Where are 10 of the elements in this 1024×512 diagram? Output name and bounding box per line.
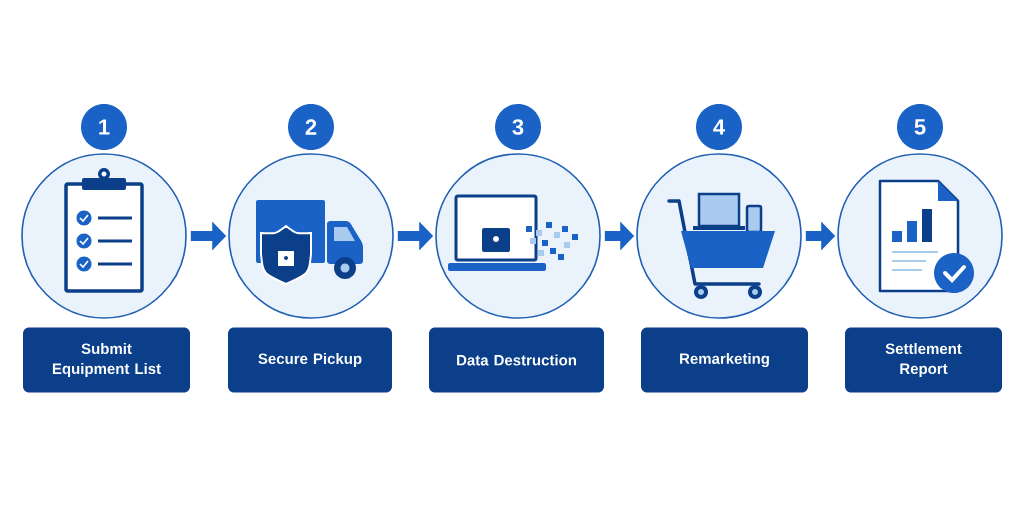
step-label: Settlement Report (845, 327, 1002, 393)
step-label: Submit Equipment List (23, 327, 190, 393)
step-number: 5 (897, 104, 943, 150)
step-label: Data Destruction (429, 327, 604, 393)
step-label: Secure Pickup (228, 327, 392, 393)
step-number: 1 (81, 104, 127, 150)
step-number: 2 (288, 104, 334, 150)
step-number: 4 (696, 104, 742, 150)
step-number: 3 (495, 104, 541, 150)
step-label: Remarketing (641, 327, 808, 393)
